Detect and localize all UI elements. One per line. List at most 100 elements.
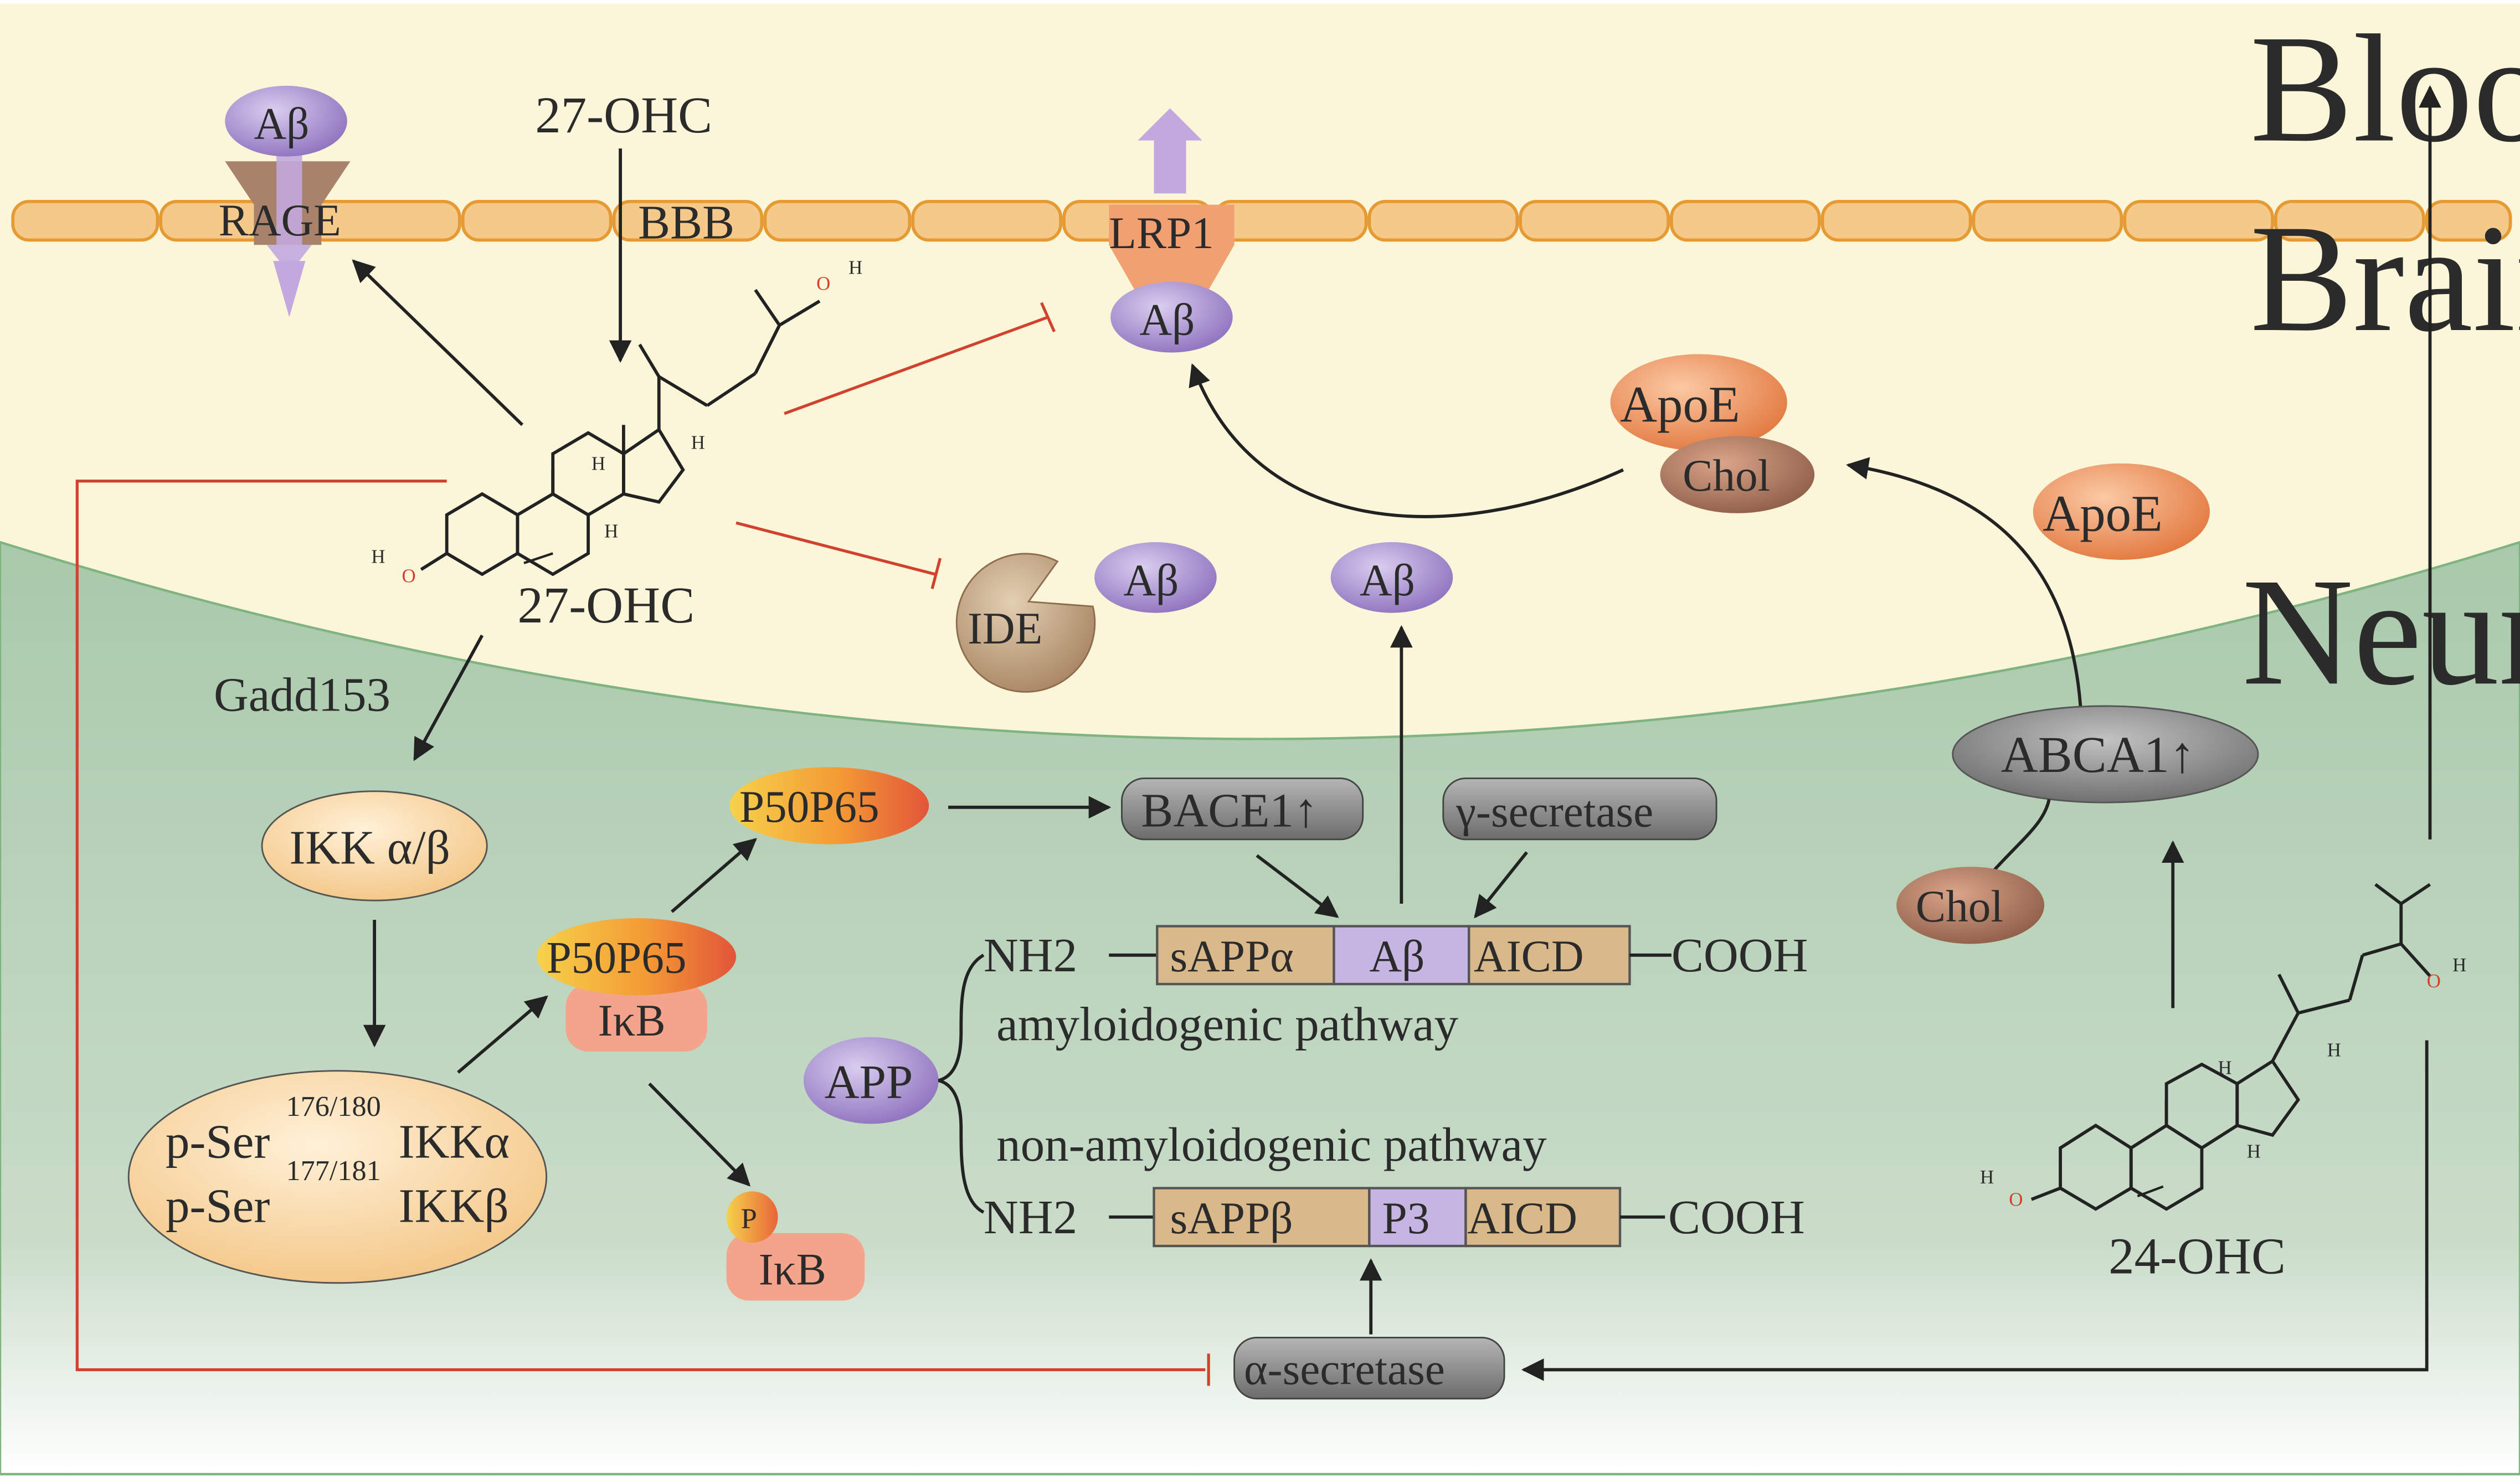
abeta-center bbox=[1330, 542, 1453, 613]
bace1-label: BACE1↑ bbox=[1141, 784, 1318, 837]
pser-sup: 176/180 bbox=[286, 1090, 381, 1122]
chol-complex-label: Chol bbox=[1683, 451, 1770, 501]
ikb-phospho-label: IκB bbox=[759, 1245, 826, 1295]
blood-label: Blood bbox=[2250, 4, 2520, 174]
ide-label: IDE bbox=[968, 604, 1042, 653]
abeta-lrp1-label: Aβ bbox=[1139, 295, 1195, 345]
atom-h-5: H bbox=[848, 256, 862, 278]
ohc27-top-label: 27-OHC bbox=[535, 87, 712, 144]
neuron-label: Neuron bbox=[2242, 547, 2520, 717]
apoe-free bbox=[2033, 463, 2210, 560]
inhibit-ide bbox=[736, 521, 936, 576]
amyloidogenic-label: amyloidogenic pathway bbox=[996, 997, 1458, 1051]
p50p65-complex-label: P50P65 bbox=[547, 933, 687, 983]
atom-o-2: O bbox=[816, 272, 830, 294]
apoe-free-label: ApoE bbox=[2043, 486, 2163, 543]
p50p65-complex bbox=[537, 918, 737, 996]
pser-node bbox=[127, 1070, 548, 1284]
membrane-cell bbox=[1367, 199, 1519, 242]
membrane-cell bbox=[1213, 199, 1368, 242]
ikb-phospho bbox=[726, 1233, 865, 1301]
bbb-membrane bbox=[11, 199, 2512, 242]
gamma-secretase-node bbox=[1442, 777, 1717, 841]
abca1-label: ABCA1↑ bbox=[2001, 727, 2195, 784]
abeta-center-label: Aβ bbox=[1360, 555, 1415, 605]
atom-h-10: H bbox=[2452, 954, 2466, 976]
ohc24-label: 24-OHC bbox=[2108, 1228, 2286, 1285]
row1-abeta-label: Aβ bbox=[1369, 931, 1424, 981]
cooh-row1: COOH bbox=[1672, 928, 1808, 982]
membrane-cell bbox=[1972, 199, 2123, 242]
inhibit-lrp1 bbox=[784, 316, 1048, 415]
p50p65-free bbox=[729, 767, 929, 844]
row2-p3-label: P3 bbox=[1382, 1193, 1430, 1243]
gadd153-label: Gadd153 bbox=[214, 668, 390, 722]
ikb-complex bbox=[565, 984, 707, 1052]
atom-h-3: H bbox=[604, 520, 618, 542]
row1-abeta-box bbox=[1333, 925, 1470, 986]
arrow-to-ikk bbox=[413, 634, 484, 761]
ide-enzyme bbox=[955, 553, 1096, 693]
ohc27-mid-label: 27-OHC bbox=[517, 577, 695, 634]
row2-sappb-label: sAPPβ bbox=[1170, 1193, 1293, 1243]
chol-to-abca1 bbox=[1992, 799, 2051, 873]
membrane-cell bbox=[1519, 199, 1670, 242]
chol-free bbox=[1896, 867, 2045, 944]
membrane-cell bbox=[612, 199, 764, 242]
alpha-secretase-label: α-secretase bbox=[1244, 1345, 1445, 1394]
abeta-ide-label: Aβ bbox=[1123, 555, 1179, 605]
chol-free-label: Chol bbox=[1916, 882, 2003, 931]
atom-o-3: O bbox=[2009, 1188, 2023, 1210]
ohc24-molecule bbox=[2030, 883, 2431, 1211]
membrane-cell bbox=[763, 199, 912, 242]
pser-line2: p-Ser bbox=[166, 1178, 270, 1232]
arrow-bace1-to-app bbox=[1256, 854, 1339, 918]
bace1-node bbox=[1120, 777, 1364, 841]
inhibit-ide-bar bbox=[930, 558, 942, 589]
ikkb-label: IKKβ bbox=[399, 1178, 509, 1232]
app-label: APP bbox=[825, 1055, 913, 1109]
alpha-secretase-node bbox=[1233, 1336, 1505, 1400]
bbb-label: BBB bbox=[638, 195, 734, 249]
arrow-pser-to-complex bbox=[457, 995, 548, 1074]
app-brace bbox=[938, 954, 985, 1214]
atom-o-4: O bbox=[2427, 970, 2441, 992]
atom-h-2: H bbox=[592, 452, 605, 474]
phosphate-label: P bbox=[741, 1203, 757, 1235]
rage-label: RAGE bbox=[219, 195, 341, 245]
neuron-region bbox=[0, 540, 2520, 1476]
apoe-complex-label: ApoE bbox=[1620, 376, 1740, 433]
membrane-cell bbox=[1820, 199, 1972, 242]
atom-h-1: H bbox=[371, 546, 385, 568]
row2-p3-box bbox=[1368, 1187, 1467, 1248]
apoe-complex bbox=[1610, 354, 1787, 451]
row2-aicd-label: AICD bbox=[1467, 1193, 1577, 1243]
membrane-cell bbox=[2123, 199, 2275, 242]
atom-h-6: H bbox=[1980, 1166, 1994, 1188]
nh2-row1: NH2 bbox=[984, 928, 1077, 982]
membrane-cell bbox=[11, 199, 160, 242]
phosphate-tag bbox=[726, 1191, 778, 1243]
non-amyloidogenic-label: non-amyloidogenic pathway bbox=[996, 1117, 1547, 1171]
arrow-abca1-to-apoe bbox=[1846, 457, 2083, 719]
arrow-gamma-to-app bbox=[1474, 851, 1528, 919]
pser-line1: p-Ser bbox=[166, 1114, 270, 1168]
arrow-apoe-to-lrp1 bbox=[1189, 363, 1624, 518]
membrane-cell bbox=[461, 199, 613, 242]
gamma-secretase-label: γ-secretase bbox=[1456, 787, 1653, 837]
row1-aicd-box bbox=[1468, 925, 1631, 986]
membrane-cell bbox=[911, 199, 1063, 242]
atom-h-9: H bbox=[2327, 1039, 2341, 1061]
lrp1-receptor bbox=[1109, 108, 1235, 290]
nh2-row2: NH2 bbox=[984, 1190, 1077, 1244]
atom-o-1: O bbox=[402, 565, 415, 587]
ikb-complex-label: IκB bbox=[598, 996, 665, 1046]
membrane-cell bbox=[2425, 199, 2512, 242]
membrane-cell bbox=[1669, 199, 1821, 242]
abeta-rage-label: Aβ bbox=[254, 99, 309, 149]
row1-aicd-label: AICD bbox=[1474, 931, 1584, 981]
chol-complex bbox=[1660, 436, 1815, 513]
inhibit-lrp1-bar bbox=[1040, 302, 1056, 332]
abeta-lrp1 bbox=[1110, 281, 1233, 353]
